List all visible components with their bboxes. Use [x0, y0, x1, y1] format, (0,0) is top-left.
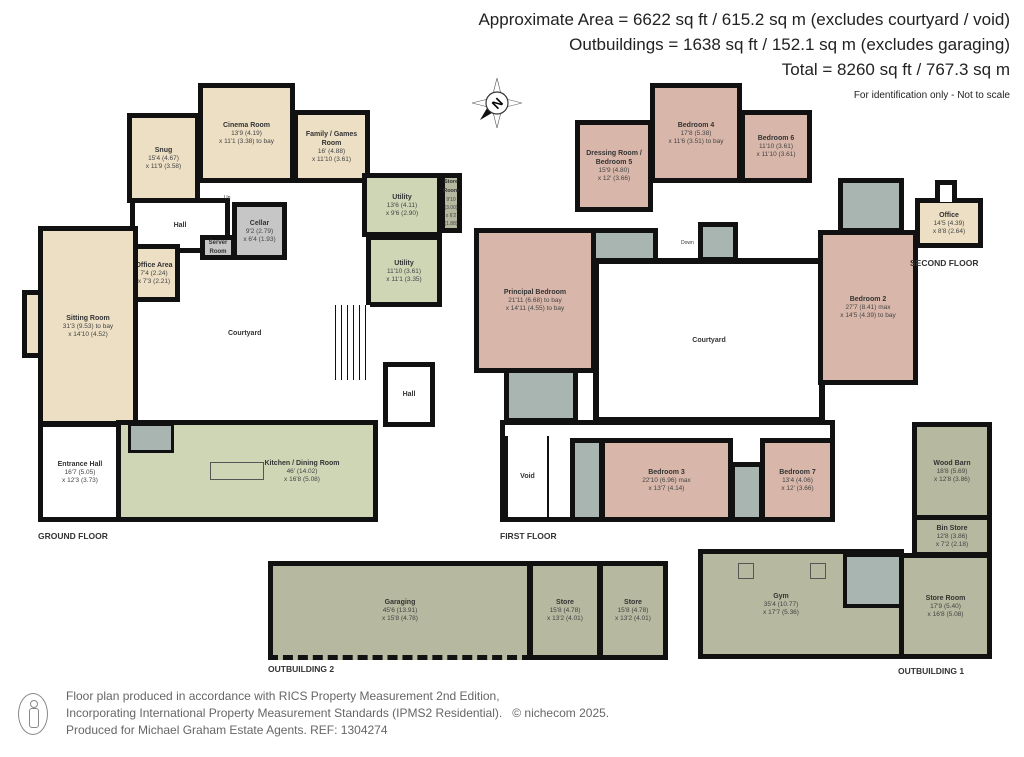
wc-landing	[698, 222, 738, 262]
courtyard-first: Courtyard	[593, 258, 825, 423]
stairs-down-label: Down	[681, 240, 694, 246]
footer-line-3: Produced for Michael Graham Estate Agent…	[66, 723, 388, 737]
area-summary: Approximate Area = 6622 sq ft / 615.2 sq…	[478, 10, 1010, 29]
wc-ground	[128, 423, 174, 453]
copyright: © nichecom 2025.	[512, 706, 610, 720]
compass-icon: N	[471, 77, 523, 129]
second-floor-label: SECOND FLOOR	[910, 258, 979, 268]
stairs-up-label: Up	[224, 195, 231, 201]
skylight-2	[810, 563, 826, 579]
total-summary: Total = 8260 sq ft / 767.3 sq m	[781, 60, 1010, 79]
wc-gym	[843, 553, 903, 608]
room-hall-rear: Hall	[383, 362, 435, 427]
kitchen-island	[210, 462, 264, 480]
bathroom-bedroom-3	[570, 438, 604, 522]
outbuildings-summary: Outbuildings = 1638 sq ft / 152.1 sq m (…	[569, 35, 1010, 54]
ensuite-principal	[504, 368, 578, 423]
ensuite-bedroom-2	[838, 178, 904, 233]
disclaimer: For identification only - Not to scale	[853, 90, 1010, 101]
footer-text: Floor plan produced in accordance with R…	[66, 688, 609, 739]
ground-floor-label: GROUND FLOOR	[38, 531, 108, 541]
first-floor-label: FIRST FLOOR	[500, 531, 557, 541]
footer-line-2: Incorporating International Property Mea…	[66, 706, 503, 720]
outbuilding-2-label: OUTBUILDING 2	[268, 664, 335, 674]
second-floor-stair	[935, 180, 957, 202]
ensuite-bedroom-7	[730, 462, 764, 522]
footer-line-1: Floor plan produced in accordance with R…	[66, 689, 500, 703]
steps	[335, 305, 370, 380]
room-server: Server Room	[200, 235, 236, 260]
skylight-1	[738, 563, 754, 579]
courtyard-label-ground: Courtyard	[228, 330, 262, 337]
room-void: Void	[503, 436, 549, 522]
person-icon	[18, 693, 48, 735]
outbuilding-1-label: OUTBUILDING 1	[898, 666, 965, 676]
